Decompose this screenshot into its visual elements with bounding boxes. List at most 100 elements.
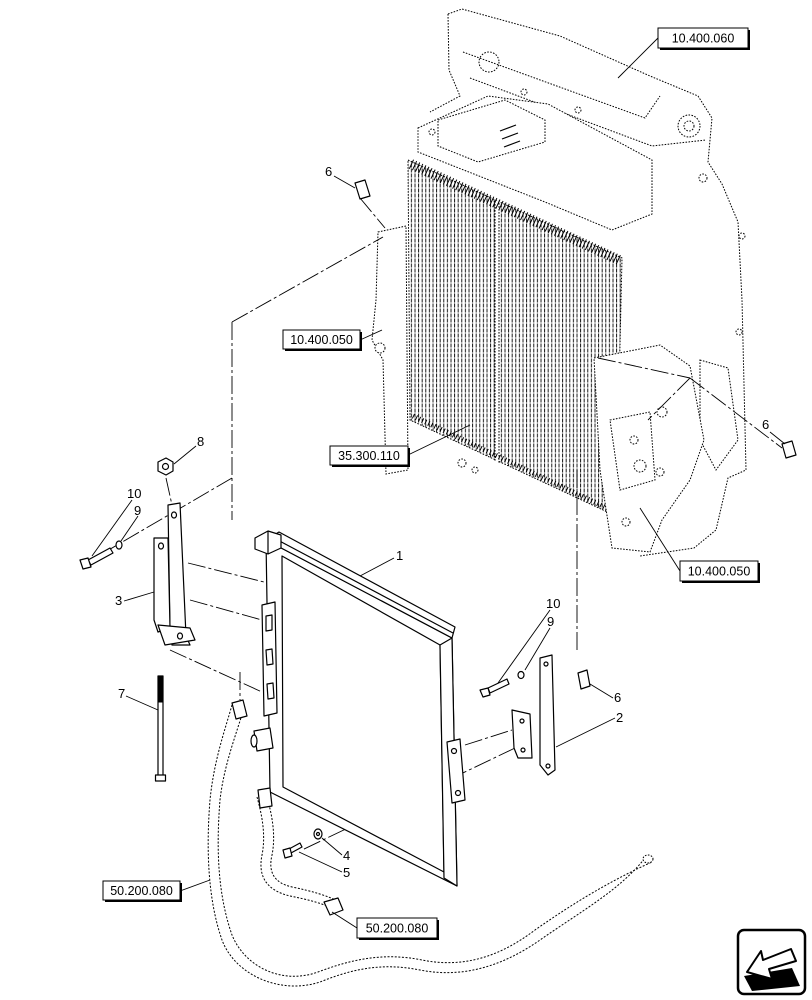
leader-line <box>91 499 133 557</box>
ref-label-hose-left[interactable]: 50.200.080 <box>110 884 173 898</box>
leader-line <box>617 37 659 79</box>
hose-left-fitting <box>231 699 248 720</box>
tank-marking <box>503 140 521 148</box>
next-page-button[interactable] <box>736 928 807 996</box>
rod-head <box>154 774 167 782</box>
leader-line <box>639 507 681 572</box>
ref-box-shroud[interactable]: 10.400.060 <box>657 27 750 50</box>
condenser-side-mount <box>446 738 466 804</box>
assembly-line <box>189 599 263 621</box>
core-drain-fitting <box>457 458 467 468</box>
hose-lower-edge <box>266 796 341 903</box>
callout-bolt-right[interactable]: 10 <box>546 596 560 611</box>
shroud-left-edge <box>429 13 461 113</box>
radiator-right-mount <box>593 344 705 553</box>
condenser-outlet-fitting <box>257 787 273 809</box>
assembly-line <box>464 729 513 746</box>
callout-washer-right[interactable]: 9 <box>547 614 554 629</box>
condenser-core-face <box>281 555 445 873</box>
leader-line <box>359 557 395 577</box>
bracket-right-hole <box>543 661 549 667</box>
condenser <box>250 530 466 887</box>
bracket-left-long-plate <box>167 502 191 646</box>
clip-right-lower <box>577 669 591 690</box>
leader-line <box>125 695 159 711</box>
core-bottom-fin-edge <box>411 413 615 514</box>
core-top-fin-curl <box>408 159 622 265</box>
rod-thread <box>157 675 164 703</box>
ref-box-hose-left[interactable]: 50.200.080 <box>102 880 182 902</box>
callout-bracket-right[interactable]: 2 <box>616 710 623 725</box>
nut <box>157 457 174 476</box>
ref-label-right-mount[interactable]: 10.400.050 <box>688 565 751 579</box>
tank-cap-box <box>437 99 546 163</box>
condenser-bracket-slot <box>265 614 273 632</box>
ref-box-left-mount[interactable]: 10.400.050 <box>282 329 362 351</box>
ref-box-radiator[interactable]: 35.300.110 <box>329 445 410 467</box>
ref-box-right-mount[interactable]: 10.400.050 <box>679 560 760 583</box>
ref-box-frame <box>329 445 409 466</box>
bolt-right-shaft <box>487 678 510 694</box>
leader-line <box>359 329 383 341</box>
core-drain-fitting <box>471 466 479 474</box>
ref-box-hose-lower[interactable]: 50.200.080 <box>356 917 439 940</box>
callout-condenser[interactable]: 1 <box>396 548 403 563</box>
callout-rod[interactable]: 7 <box>118 686 125 701</box>
callout-clip-right-lower[interactable]: 6 <box>614 690 621 705</box>
ref-label-hose-lower[interactable]: 50.200.080 <box>366 922 429 936</box>
bolt-lower-head <box>282 847 293 859</box>
callout-washer-left[interactable]: 9 <box>134 503 141 518</box>
leader-line <box>497 609 551 684</box>
ref-box-frame <box>356 917 438 939</box>
callout-clip-top[interactable]: 6 <box>325 164 332 179</box>
radiator-left-mount <box>371 225 409 475</box>
callout-bracket-left[interactable]: 3 <box>115 593 122 608</box>
shroud-mount-hole <box>478 51 500 73</box>
bracket-left-hole <box>170 511 178 519</box>
ref-label-left-mount[interactable]: 10.400.050 <box>290 333 353 347</box>
callout-nut[interactable]: 8 <box>197 434 204 449</box>
shroud-bolt <box>735 328 743 336</box>
leader-line <box>331 911 358 929</box>
bracket-left <box>153 502 196 646</box>
radiator-top-tank <box>417 88 653 231</box>
assembly-line <box>187 562 265 583</box>
leader-line <box>333 175 356 189</box>
clip-far-right <box>781 440 797 459</box>
bolt-left-shaft <box>87 547 114 566</box>
bolt-right-head <box>479 687 491 698</box>
hose-left-edge <box>217 707 653 977</box>
callout-leaders <box>91 37 786 929</box>
hose-left <box>207 699 654 987</box>
assembly-line <box>231 236 384 323</box>
callout-clip-far-right[interactable]: 6 <box>762 417 769 432</box>
ref-label-radiator[interactable]: 35.300.110 <box>338 449 400 463</box>
hose-lower <box>256 796 344 916</box>
radiator-core <box>407 159 623 517</box>
ref-label-shroud[interactable]: 10.400.060 <box>672 32 735 46</box>
leader-line <box>120 515 139 542</box>
leader-line <box>769 431 786 445</box>
assembly-line <box>169 649 263 693</box>
assembly-line <box>689 377 783 449</box>
bolt-left-head <box>79 557 92 570</box>
right-mount-bolt <box>621 517 631 527</box>
condenser-mount-hole <box>454 789 462 797</box>
next-page-arrow-icon <box>746 948 797 980</box>
bolt-lower <box>282 842 303 859</box>
ref-box-frame <box>102 880 181 901</box>
assembly-line <box>165 477 173 506</box>
washer-left <box>115 540 123 550</box>
callout-bolt-left[interactable]: 10 <box>127 486 141 501</box>
callout-washer-lower[interactable]: 4 <box>343 848 350 863</box>
nut-bore <box>161 462 170 471</box>
bracket-right-hole <box>545 763 551 769</box>
shroud-upper-rail <box>462 51 661 119</box>
left-mount-plate <box>371 225 409 475</box>
condenser-bracket-slot <box>265 648 274 666</box>
bracket-right <box>511 654 556 776</box>
bracket-left-hole <box>176 632 184 640</box>
callout-bolt-lower[interactable]: 5 <box>343 865 350 880</box>
condenser-inlet-port <box>250 734 258 748</box>
leader-line <box>173 445 197 465</box>
